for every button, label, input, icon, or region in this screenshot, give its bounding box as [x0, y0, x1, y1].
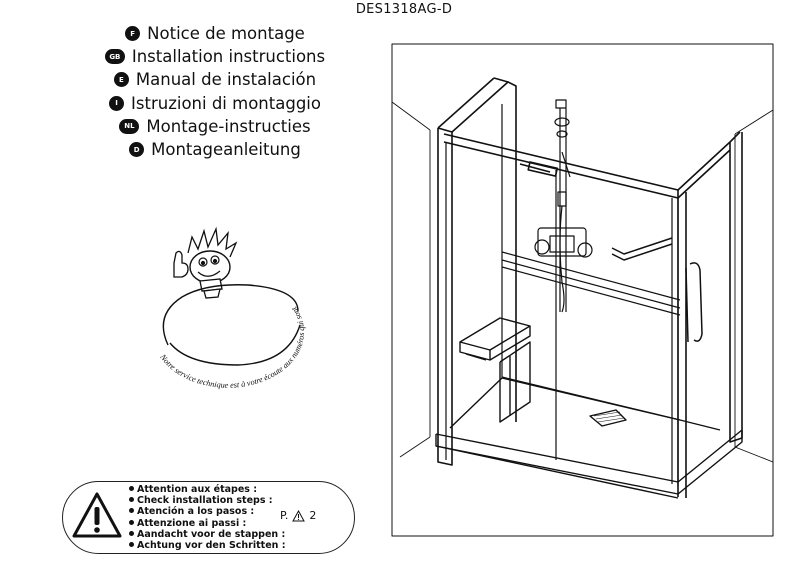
- small-warning-triangle-icon: [292, 509, 306, 521]
- document-code: DES1318AG-D: [355, 2, 453, 17]
- language-badge: E: [113, 72, 129, 88]
- warning-triangle-icon: [72, 492, 122, 538]
- room-walls: [391, 101, 774, 463]
- language-item-it: I Istruzioni di montaggio: [60, 92, 370, 115]
- warning-step: Achtung vor den Schritten :: [129, 540, 286, 551]
- shower-mixer: [534, 227, 593, 258]
- language-list: F Notice de montage GB Installation inst…: [60, 22, 370, 161]
- top-rail: [443, 133, 731, 199]
- language-badge: F: [125, 26, 141, 42]
- language-item-es: E Manual de instalación: [60, 68, 370, 91]
- language-item-fr: F Notice de montage: [60, 22, 370, 45]
- language-label: Istruzioni di montaggio: [131, 93, 321, 113]
- language-label: Notice de montage: [147, 24, 305, 44]
- page-prefix: P.: [280, 509, 289, 522]
- language-label: Installation instructions: [131, 47, 326, 67]
- warning-step: Attenzione ai passi :: [129, 518, 286, 529]
- installation-warning-box: Attention aux étapes : Check installatio…: [62, 481, 355, 554]
- sliding-door: [445, 142, 679, 486]
- language-item-gb: GB Installation instructions: [60, 45, 370, 68]
- shower-enclosure-drawing: [391, 43, 774, 537]
- mascot-face: [197, 255, 221, 277]
- warning-steps-list: Attention aux étapes : Check installatio…: [129, 484, 286, 551]
- language-label: Manual de instalación: [135, 70, 317, 90]
- shower-tray: [435, 377, 743, 499]
- warning-step: Attention aux étapes :: [129, 484, 286, 495]
- left-side-panel: [437, 77, 517, 466]
- back-wall-panel: [501, 104, 681, 421]
- language-badge: I: [109, 95, 125, 111]
- language-label: Montageanleitung: [151, 140, 301, 160]
- mascot-swoosh: [162, 284, 301, 366]
- page-reference: P. 2: [280, 509, 316, 522]
- mascot-hair: [187, 226, 238, 258]
- mascot-head: [189, 250, 231, 284]
- right-side-panel: [677, 131, 743, 498]
- grab-bar-vertical: [685, 262, 703, 343]
- drawing-frame: [391, 43, 774, 537]
- language-badge: NL: [119, 118, 140, 134]
- support-mascot-illustration: Notre service technique est à votre écou…: [148, 215, 306, 390]
- language-badge: D: [129, 142, 145, 158]
- language-badge: GB: [104, 49, 125, 65]
- warning-step: Atención a los pasos :: [129, 506, 286, 517]
- language-item-nl: NL Montage-instructies: [60, 115, 370, 138]
- folding-seat: [459, 317, 531, 423]
- shower-column: [554, 99, 571, 313]
- warning-step: Check installation steps :: [129, 495, 286, 506]
- warning-step: Aandacht voor de stappen :: [129, 529, 286, 540]
- language-label: Montage-instructies: [146, 116, 311, 136]
- language-item-de: D Montageanleitung: [60, 138, 370, 161]
- grab-bar-angled: [611, 237, 673, 261]
- mascot-thumb-icon: [173, 250, 189, 278]
- page-number: 2: [309, 509, 317, 522]
